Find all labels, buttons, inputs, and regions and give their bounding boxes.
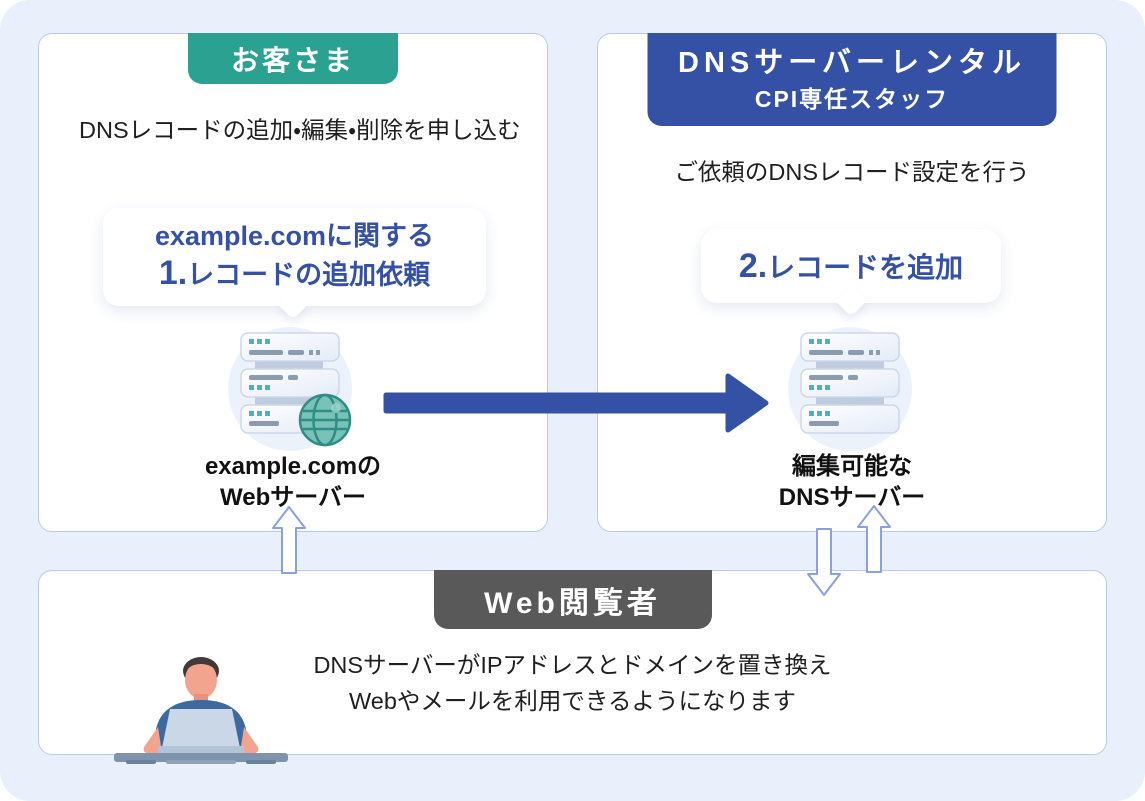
customer-card: お客さま DNSレコードの追加・編集・削除を申し込む example.comに関… [38, 33, 548, 532]
step-number: 2. [738, 247, 768, 285]
down-arrow-icon [807, 528, 841, 596]
viewer-description: DNSサーバーがIPアドレスとドメインを置き換え Webやメールを利用できるよう… [313, 652, 832, 715]
flow-arrow-right-icon [383, 373, 769, 433]
add-record-speech-bubble: 2.レコードを追加 [701, 229, 1001, 317]
bubble-line1: example.comに関する [154, 220, 435, 251]
bubble-line: 2.レコードを追加 [738, 247, 964, 285]
person-at-laptop-illustration [114, 657, 288, 764]
dns-server-icon [788, 327, 912, 451]
bubble-line2: 1.レコードの追加依頼 [158, 253, 431, 292]
globe-icon [298, 393, 352, 447]
staff-badge-line2: CPI専任スタッフ [754, 85, 950, 112]
request-speech-bubble: example.comに関する 1.レコードの追加依頼 [103, 208, 486, 320]
staff-description: ご依頼のDNSレコード設定を行う [674, 159, 1030, 185]
web-server-label: example.comの Webサーバー [204, 453, 382, 512]
viewer-card: Web閲覧者 DNSサーバーがIPアドレスとドメインを置き換え Webやメールを… [38, 570, 1107, 764]
up-arrow-icon [272, 506, 306, 574]
staff-badge-line1: DNSサーバーレンタル [678, 47, 1026, 80]
viewer-badge: Web閲覧者 [433, 570, 712, 629]
viewer-badge-label: Web閲覧者 [484, 586, 661, 620]
customer-badge: お客さま [188, 33, 398, 84]
staff-badge: DNSサーバーレンタル CPI専任スタッフ [647, 33, 1057, 126]
customer-description: DNSレコードの追加・編集・削除を申し込む [79, 117, 521, 143]
step-number: 1. [158, 253, 188, 292]
staff-card: DNSサーバーレンタル CPI専任スタッフ ご依頼のDNSレコード設定を行う 2… [597, 33, 1107, 532]
up-arrow-icon [857, 505, 891, 573]
customer-badge-label: お客さま [230, 44, 355, 76]
speech-bubble-tail [835, 285, 867, 317]
dns-server-label: 編集可能な DNSサーバー [778, 453, 926, 512]
web-server-icon [228, 327, 352, 451]
